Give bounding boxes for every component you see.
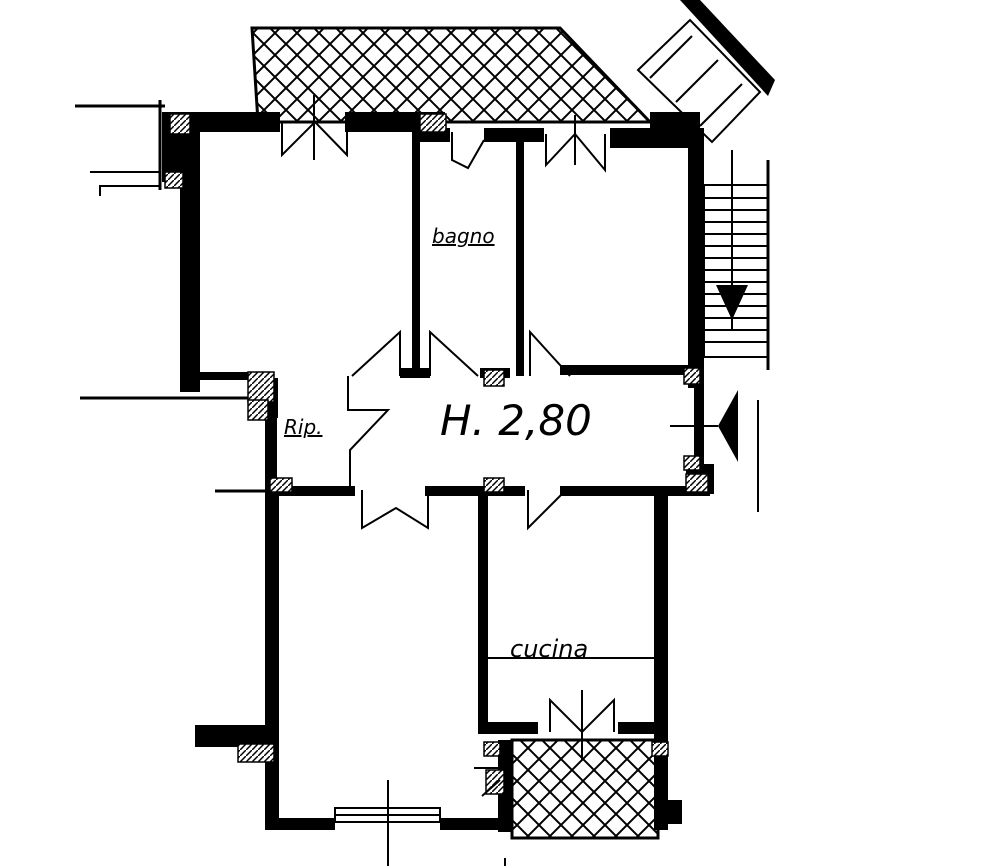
top-balcony xyxy=(250,26,654,124)
doors-and-windows xyxy=(281,95,654,823)
ceiling-height-label: H. 2,80 xyxy=(440,396,592,445)
room-label-cucina: cucina xyxy=(510,635,588,663)
room-label-rip: Rip. xyxy=(284,415,323,439)
bottom-balcony xyxy=(510,738,660,840)
staircase xyxy=(703,150,770,370)
pillars xyxy=(164,113,709,795)
walls xyxy=(162,112,714,832)
exterior-context-left xyxy=(75,100,506,866)
room-label-bagno: bagno xyxy=(432,224,495,248)
labels: bagno Rip. H. 2,80 cucina xyxy=(284,224,592,663)
